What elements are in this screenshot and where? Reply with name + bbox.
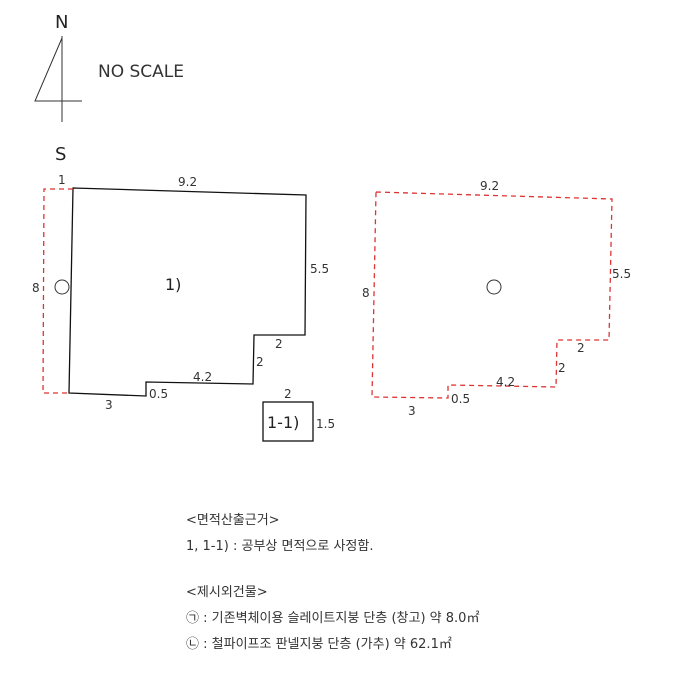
building-1-1-label: 1-1) <box>267 413 299 432</box>
annex-b-marker-icon <box>486 279 502 295</box>
building-1-outline <box>68 187 307 397</box>
north-arrow-icon <box>34 36 82 122</box>
dim: 0.5 <box>149 387 168 401</box>
notes: <면적산출근거> 1, 1-1) : 공부상 면적으로 사정함. <제시외건물>… <box>186 508 479 658</box>
dim: 9.2 <box>480 179 499 193</box>
scale-note: NO SCALE <box>98 62 184 82</box>
north-label: N <box>55 12 68 33</box>
excluded-item: ㉡ : 철파이프조 판넬지붕 단층 (가추) 약 62.1㎡ <box>186 637 452 652</box>
dim: 9.2 <box>178 175 197 189</box>
dim: 2 <box>256 355 264 369</box>
dim: 4.2 <box>193 370 212 384</box>
dim: 2 <box>284 387 292 401</box>
excluded-item: ㉠ : 기존벽체이용 슬레이트지붕 단층 (창고) 약 8.0㎡ <box>186 611 480 626</box>
annex-a-outline <box>42 188 73 394</box>
dim: 2 <box>577 341 585 355</box>
dim: 4.2 <box>496 375 515 389</box>
dim: 3 <box>408 404 416 418</box>
dim: 1.5 <box>316 417 335 431</box>
excluded-title: <제시외건물> <box>186 585 268 600</box>
dim: 2 <box>275 337 283 351</box>
dim: 8 <box>362 286 370 300</box>
annex-a-marker-icon <box>54 279 70 295</box>
dim: 1 <box>58 173 66 187</box>
dim: 5.5 <box>310 262 329 276</box>
drawing-canvas: N S NO SCALE 1) ㉠ 9.2 5.5 2 2 4.2 0.5 3 … <box>32 12 631 442</box>
south-label: S <box>55 144 66 165</box>
annex-b-outline <box>371 191 613 399</box>
dim: 3 <box>105 398 113 412</box>
area-basis-text: 1, 1-1) : 공부상 면적으로 사정함. <box>186 539 374 554</box>
dim: 5.5 <box>612 267 631 281</box>
building-1-label: 1) <box>165 275 181 294</box>
dim: 0.5 <box>451 392 470 406</box>
dim: 2 <box>558 361 566 375</box>
building-1-1-outline <box>262 401 314 442</box>
dim: 8 <box>32 281 40 295</box>
area-basis-title: <면적산출근거> <box>186 513 280 528</box>
